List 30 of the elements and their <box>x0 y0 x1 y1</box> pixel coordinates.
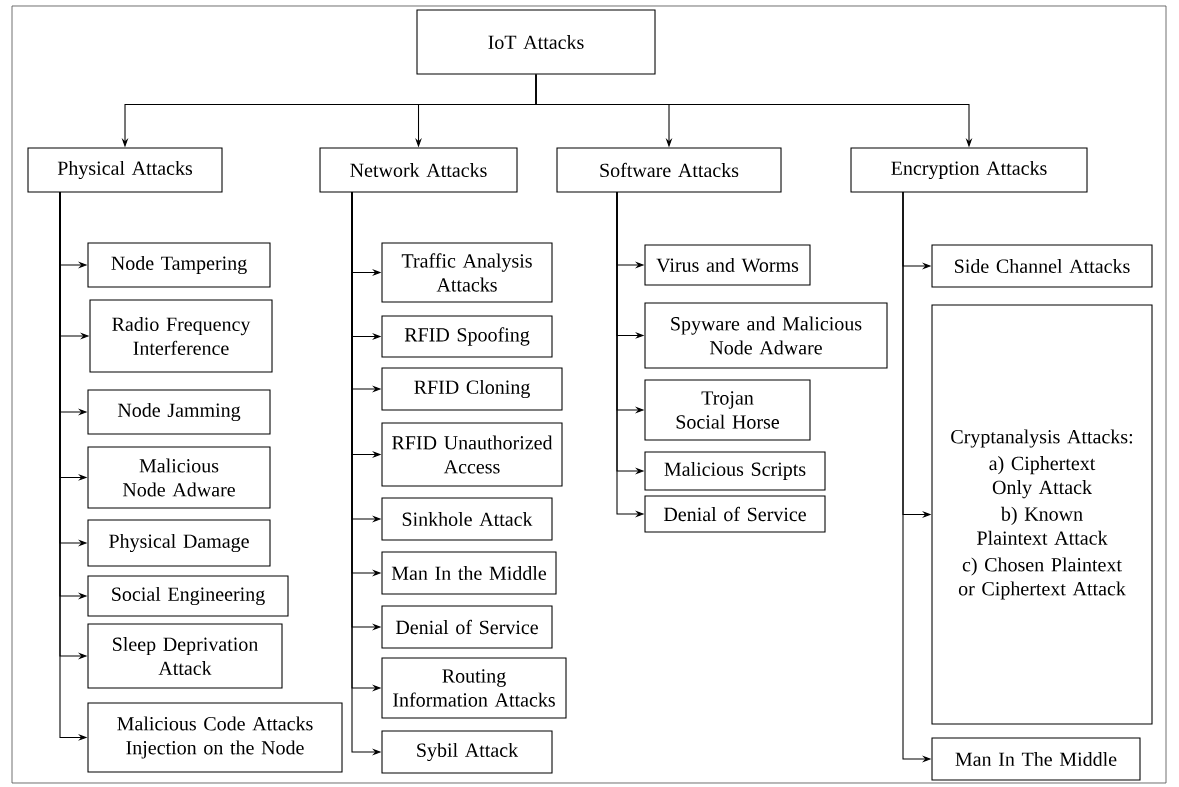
attack-box: Denial of Service <box>644 495 826 533</box>
attack-box: Social Engineering <box>87 575 289 617</box>
attack-box: Physical Damage <box>87 519 271 567</box>
attack-box: Trojan Social Horse <box>644 379 811 441</box>
attack-box: Sinkhole Attack <box>381 497 553 541</box>
category-box: Software Attacks <box>556 147 782 193</box>
attack-box: Malicious Scripts <box>644 451 826 491</box>
attack-box: Sybil Attack <box>381 730 553 774</box>
attack-box: Malicious Node Adware <box>87 446 271 509</box>
attack-box: Spyware and Malicious Node Adware <box>644 302 888 369</box>
attack-box: Routing Information Attacks <box>381 657 567 719</box>
category-box: Network Attacks <box>319 147 518 193</box>
attack-box: Denial of Service <box>381 605 553 649</box>
attack-box: Node Tampering <box>87 242 271 288</box>
attack-box: Man In The Middle <box>931 737 1141 781</box>
attack-box: Malicious Code Attacks Injection on the Node <box>87 702 343 773</box>
category-box: Encryption Attacks <box>850 147 1088 193</box>
attack-box: RFID Spoofing <box>381 315 553 358</box>
root-box: IoT Attacks <box>416 9 656 75</box>
attack-box: Man In the Middle <box>381 551 557 595</box>
attack-box: Virus and Worms <box>644 244 811 286</box>
attack-box: Traffic Analysis Attacks <box>381 242 553 303</box>
attack-box: RFID Cloning <box>381 367 563 411</box>
attack-box: Side Channel Attacks <box>931 244 1153 288</box>
attack-box: Cryptanalysis Attacks: a) Ciphertext Only Attack b) Known Plaintext Attack c) Chosen Plaintext or Ciphertext Attack <box>931 304 1153 725</box>
category-box: Physical Attacks <box>27 147 223 193</box>
attack-box: Sleep Deprivation Attack <box>87 623 283 689</box>
attack-box: RFID Unauthorized Access <box>381 422 563 487</box>
attack-box: Node Jamming <box>87 389 271 435</box>
attack-box: Radio Frequency Interference <box>89 299 273 373</box>
